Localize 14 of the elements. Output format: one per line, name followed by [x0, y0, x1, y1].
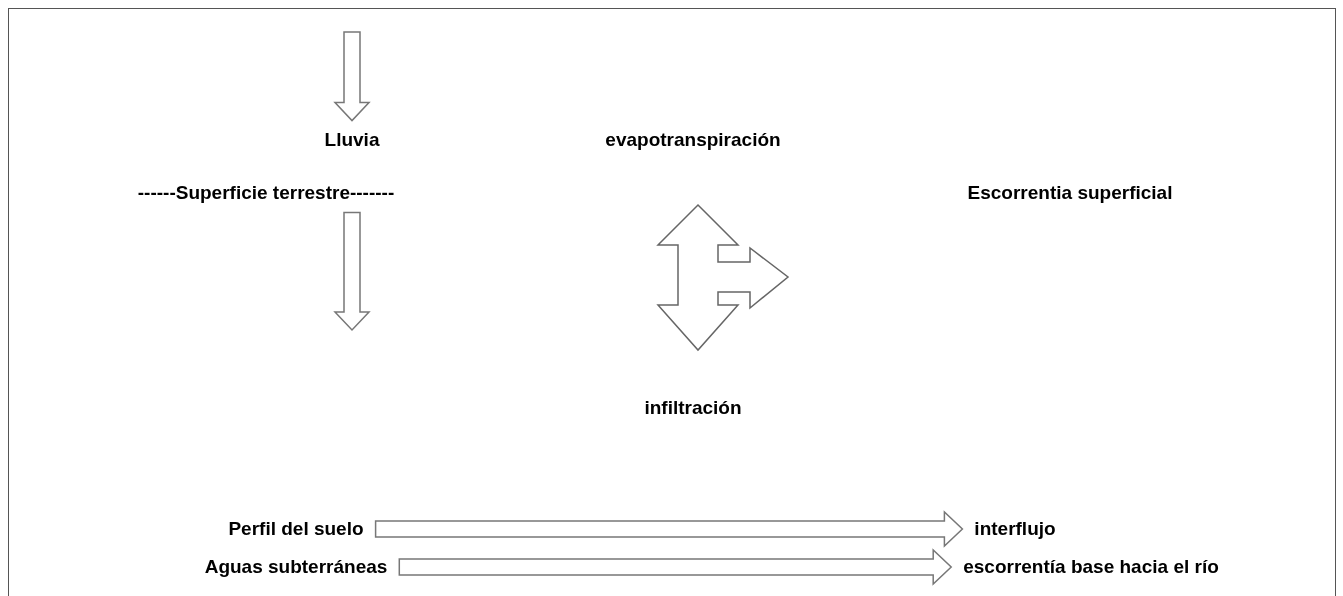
- block-arrow: [398, 548, 953, 586]
- flow-label: Aguas subterráneas: [204, 555, 388, 579]
- flow-label: infiltración: [644, 396, 742, 420]
- block-arrow: [374, 510, 964, 548]
- flow-label: Escorrentia superficial: [967, 181, 1173, 205]
- flow-label: evapotranspiración: [605, 128, 781, 152]
- flow-label: Lluvia: [324, 128, 380, 152]
- flow-label: ------Superficie terrestre-------: [137, 181, 395, 205]
- block-arrow: [333, 31, 371, 122]
- flow-label: Perfil del suelo: [228, 517, 364, 541]
- block-arrow: [333, 211, 371, 332]
- flow-label: escorrentía base hacia el río: [963, 555, 1219, 579]
- flow-label: interflujo: [974, 517, 1056, 541]
- three-way-arrow-icon: [655, 202, 791, 354]
